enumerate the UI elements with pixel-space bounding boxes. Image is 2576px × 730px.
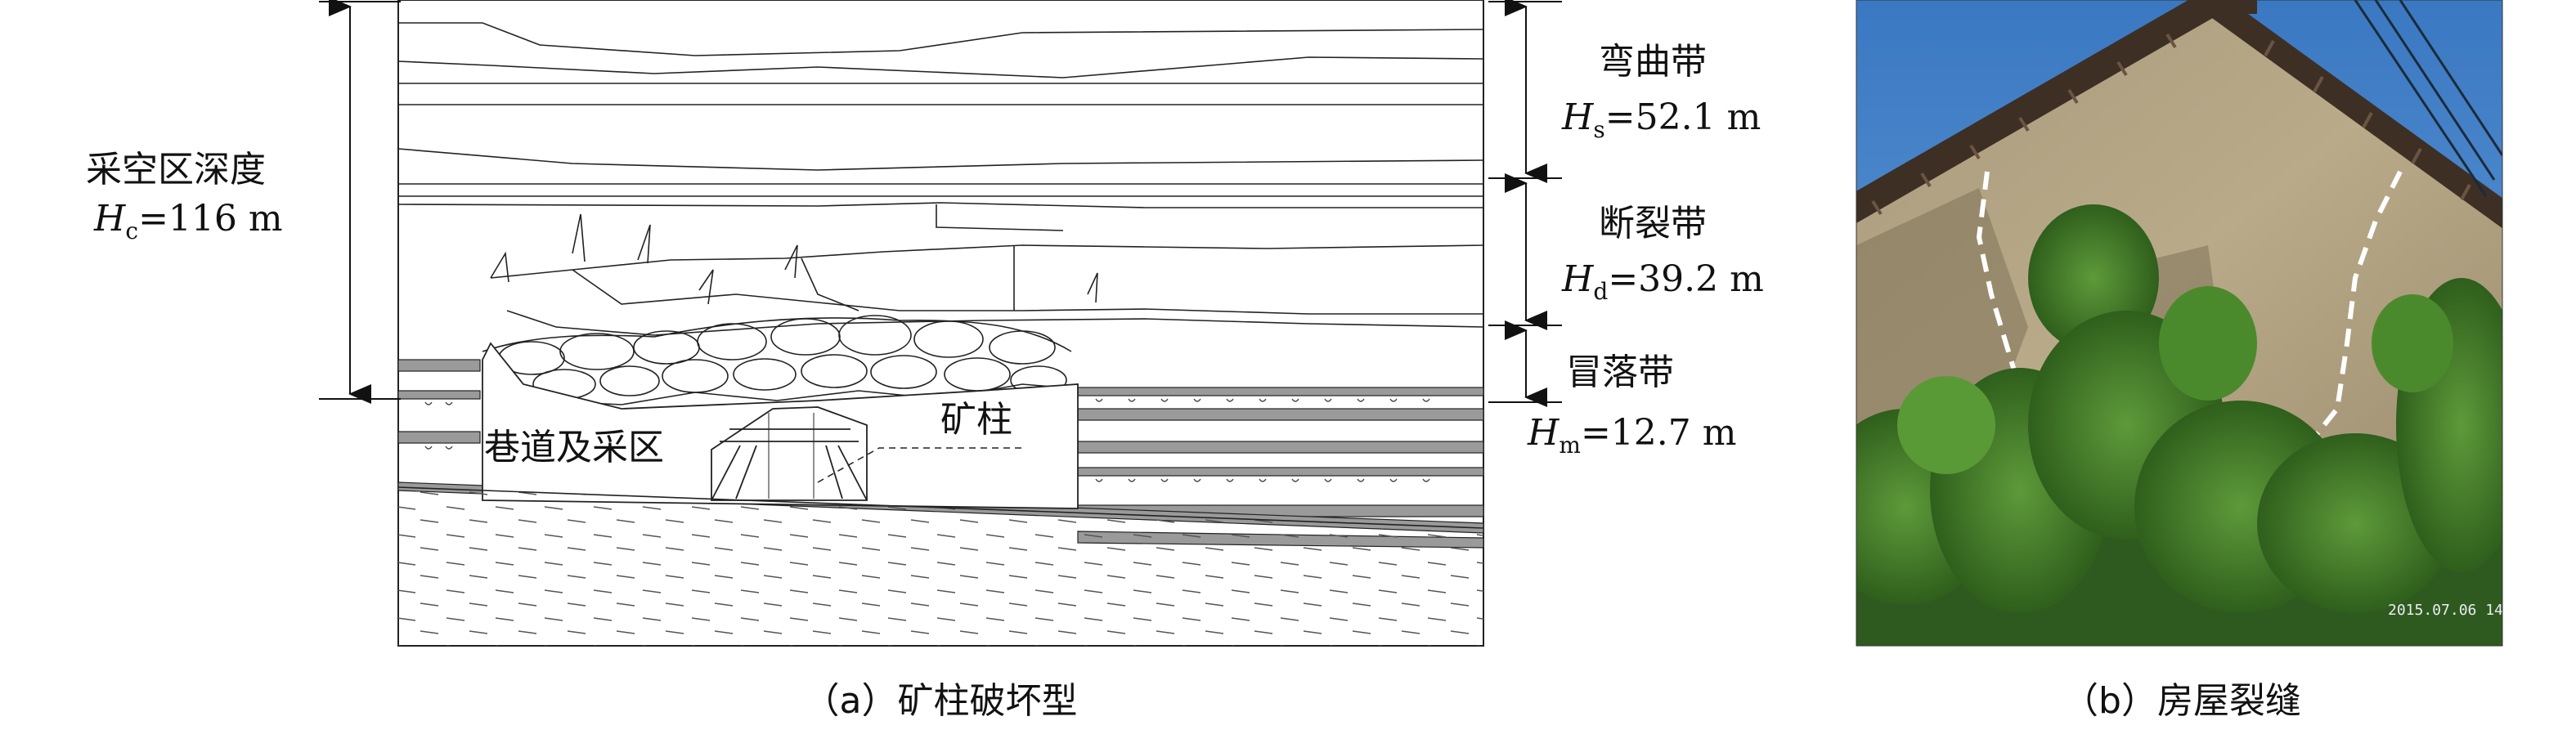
roof-tiles — [1871, 33, 2471, 216]
zone-bending-subscript: s — [1593, 116, 1604, 143]
zone-caving-symbol: H — [1527, 412, 1560, 454]
photo-timestamp: 2015.07.06 14:41 — [2388, 602, 2529, 619]
zone-bending-name: 弯曲带 — [1599, 41, 1707, 83]
goaf-depth-value: Hc=116 m — [93, 198, 283, 244]
bending-zone-strata — [397, 22, 1484, 185]
zone-fracture-symbol: H — [1561, 258, 1595, 300]
photo-frame — [1856, 0, 2503, 647]
vegetation — [1856, 204, 2502, 646]
zone-fracture-name: 断裂带 — [1599, 203, 1707, 244]
goaf-depth-title: 采空区深度 — [86, 149, 266, 190]
zone-caving-name: 冒落带 — [1566, 352, 1674, 393]
zone-caving-number: =12.7 m — [1581, 412, 1737, 454]
roof-eave-left — [1856, 0, 2257, 223]
pillar-leader-line — [817, 447, 1022, 483]
roadway-label: 巷道及采区 — [484, 427, 664, 468]
power-lines — [2354, 0, 2502, 197]
seam-ticks — [424, 398, 1430, 482]
zone-fracture-subscript: d — [1593, 278, 1608, 305]
pillar-label: 矿柱 — [940, 399, 1012, 441]
fracture-zone-strata — [397, 195, 1484, 336]
panel-b-caption: （b）房屋裂缝 — [2062, 680, 2301, 722]
goaf-depth-number: =116 m — [138, 198, 283, 240]
zone-bending-symbol: H — [1561, 96, 1595, 138]
zone-bending-value: Hs=52.1 m — [1561, 96, 1761, 143]
goaf-depth-subscript: c — [125, 217, 138, 244]
zone-caving-value: Hm=12.7 m — [1527, 412, 1736, 459]
zone-bending-number: =52.1 m — [1605, 96, 1761, 138]
crack-right — [2296, 170, 2403, 459]
pillar-support — [711, 406, 868, 501]
lower-strata — [397, 486, 1484, 646]
goaf-depth-symbol: H — [93, 198, 127, 240]
zone-fracture-number: =39.2 m — [1608, 258, 1764, 300]
zone-fracture-value: Hd=39.2 m — [1561, 258, 1764, 305]
goaf-depth-dimension — [319, 0, 401, 404]
panel-a-geological-section: 巷道及采区 矿柱 采空区深度 Hc=116 m 弯曲带 Hs=52.1 m 断裂… — [86, 0, 1764, 722]
crack-left — [1976, 171, 2031, 410]
zone-dimensions — [1488, 0, 1562, 407]
roof-eave-right — [2201, 0, 2502, 229]
panel-a-caption: （a）矿柱破坏型 — [804, 680, 1078, 722]
panel-b-house-photo: 2015.07.06 14:41 （b）房屋裂缝 — [1856, 0, 2529, 722]
zone-caving-subscript: m — [1559, 432, 1581, 459]
